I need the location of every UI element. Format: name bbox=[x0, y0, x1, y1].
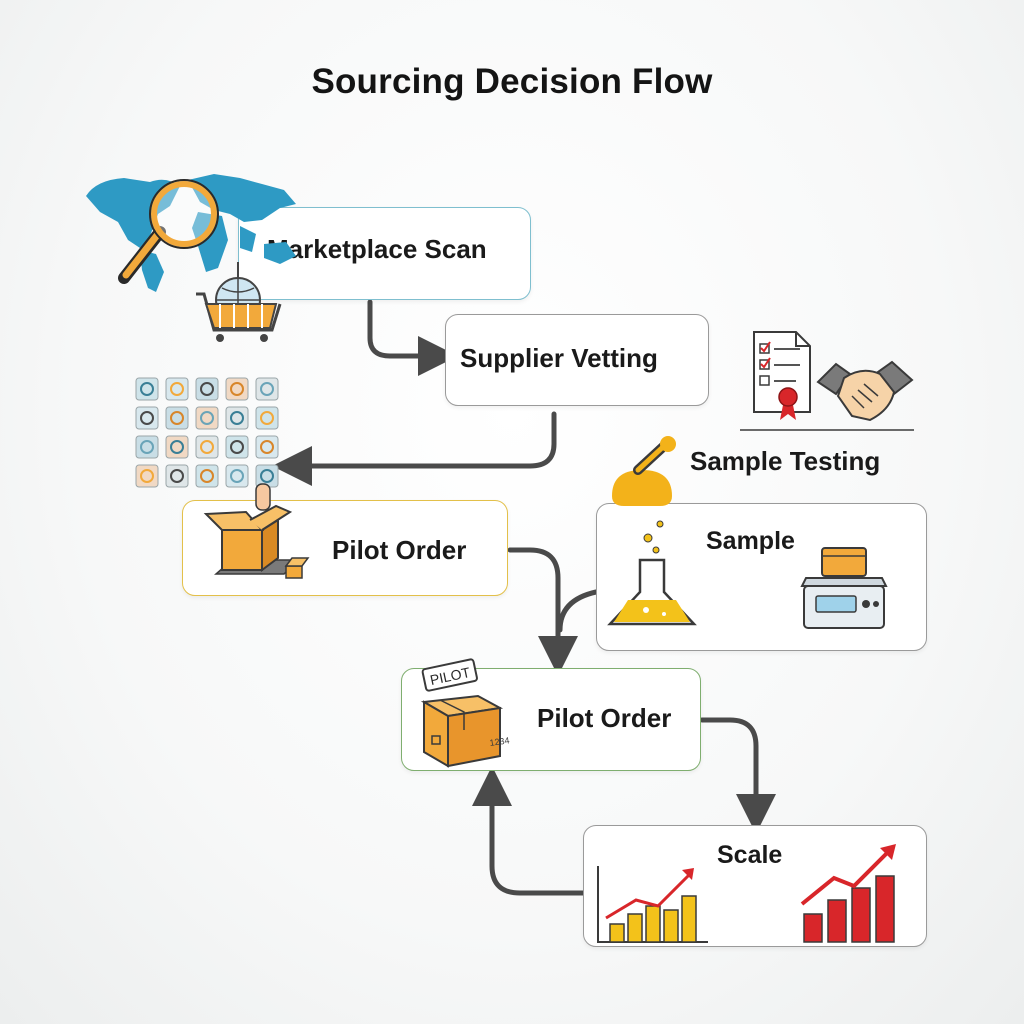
product-tile bbox=[195, 464, 219, 488]
product-tile-glyph bbox=[230, 382, 244, 396]
product-tile-glyph bbox=[260, 382, 274, 396]
product-tile-glyph bbox=[140, 469, 154, 483]
growth-chart-icon bbox=[597, 844, 896, 943]
handshake-icon bbox=[816, 360, 914, 422]
product-tile bbox=[165, 464, 189, 488]
product-tile bbox=[165, 377, 189, 401]
product-tile bbox=[135, 464, 159, 488]
product-tile-glyph bbox=[200, 411, 214, 425]
product-tile bbox=[255, 377, 279, 401]
product-tile-glyph bbox=[260, 469, 274, 483]
arrow-vetting-to-grid bbox=[272, 411, 557, 486]
arrow-marketplace-to-vetting bbox=[367, 299, 458, 376]
product-tile bbox=[165, 406, 189, 430]
node-sample-label: Sample bbox=[706, 527, 795, 555]
product-tile bbox=[225, 435, 249, 459]
arrow-scale-to-pilot bbox=[472, 766, 586, 896]
globe-cart-icon bbox=[196, 262, 282, 342]
open-box-icon bbox=[203, 483, 310, 579]
sample-testing-label: Sample Testing bbox=[690, 446, 881, 476]
product-tile-glyph bbox=[140, 411, 154, 425]
product-tile-glyph bbox=[230, 469, 244, 483]
product-tile-glyph bbox=[230, 411, 244, 425]
product-tile bbox=[135, 406, 159, 430]
arrow-pilot-to-pilot bbox=[507, 547, 578, 676]
product-tile-glyph bbox=[140, 440, 154, 454]
product-tile-glyph bbox=[170, 411, 184, 425]
pipette-icon bbox=[612, 436, 676, 506]
product-grid-icon bbox=[135, 377, 279, 488]
package-icon: PILOT 1234 bbox=[420, 658, 510, 768]
product-tile bbox=[195, 406, 219, 430]
node-marketplace-scan: Marketplace Scan bbox=[238, 207, 531, 300]
product-tile bbox=[255, 435, 279, 459]
magnifier-icon bbox=[118, 179, 219, 284]
product-tile-glyph bbox=[200, 382, 214, 396]
checklist-document-icon bbox=[740, 331, 914, 431]
product-tile-glyph bbox=[140, 382, 154, 396]
product-tile bbox=[225, 377, 249, 401]
arrow-sample-merge bbox=[557, 589, 599, 633]
node-supplier-vetting: Supplier Vetting bbox=[445, 314, 709, 406]
product-tile-glyph bbox=[260, 411, 274, 425]
product-tile-glyph bbox=[260, 440, 274, 454]
node-pilot-order-1-label: Pilot Order bbox=[332, 535, 467, 565]
product-tile bbox=[165, 435, 189, 459]
node-pilot-order-2-label: Pilot Order bbox=[537, 703, 672, 733]
product-tile bbox=[225, 464, 249, 488]
product-tile bbox=[255, 464, 279, 488]
scale-icon bbox=[800, 547, 888, 629]
product-tile-glyph bbox=[200, 469, 214, 483]
product-tile-glyph bbox=[200, 440, 214, 454]
diagram-title: Sourcing Decision Flow bbox=[311, 62, 713, 101]
node-marketplace-scan-label: Marketplace Scan bbox=[267, 234, 487, 264]
product-tile bbox=[195, 435, 219, 459]
product-tile bbox=[135, 435, 159, 459]
product-tile-glyph bbox=[170, 382, 184, 396]
product-tile bbox=[195, 377, 219, 401]
node-scale-label: Scale bbox=[717, 841, 783, 869]
node-supplier-vetting-label: Supplier Vetting bbox=[460, 343, 658, 373]
arrow-pilot-to-scale bbox=[699, 717, 776, 834]
flask-icon bbox=[607, 520, 697, 626]
product-tile bbox=[255, 406, 279, 430]
package-code-text: 1234 bbox=[489, 735, 510, 748]
product-tile-glyph bbox=[230, 440, 244, 454]
product-tile-glyph bbox=[170, 469, 184, 483]
product-tile bbox=[135, 377, 159, 401]
product-tile bbox=[225, 406, 249, 430]
product-tile-glyph bbox=[170, 440, 184, 454]
